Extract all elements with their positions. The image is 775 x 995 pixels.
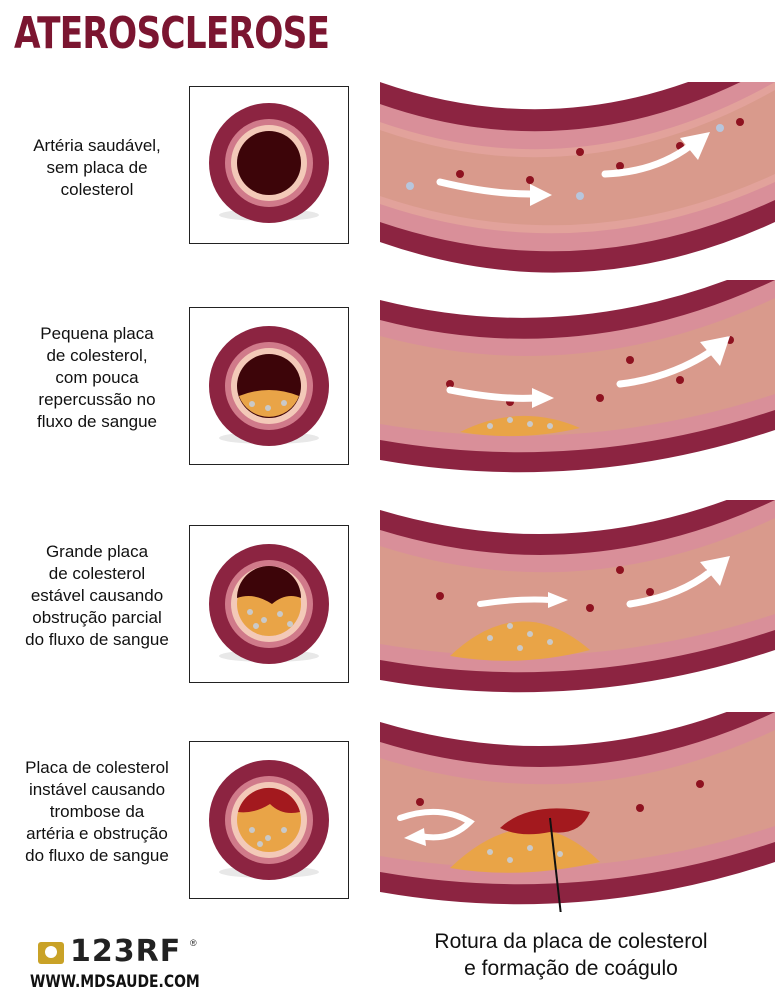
cross-section-small-plaque-illustration xyxy=(190,308,348,464)
stage-2-label: Pequena placa de colesterol, com pouca r… xyxy=(4,323,190,433)
cross-section-large-plaque-illustration xyxy=(190,526,348,682)
logo-brand: 123RF xyxy=(70,934,181,969)
cross-section-unstable-plaque-illustration xyxy=(190,742,348,898)
stage-4-cross-section xyxy=(189,741,349,899)
stage-2-artery-illustration xyxy=(380,280,775,480)
stage-3-cross-section xyxy=(189,525,349,683)
stage-4-artery-illustration xyxy=(380,712,775,912)
website-url: WWW.MDSAUDE.COM xyxy=(30,972,200,992)
stage-1-cross-section xyxy=(189,86,349,244)
stage-2-cross-section xyxy=(189,307,349,465)
registered-mark: ® xyxy=(190,938,197,948)
stage-3-artery-illustration xyxy=(380,500,775,700)
stage-4-label: Placa de colesterol instável causando tr… xyxy=(4,757,190,867)
stage-1-artery-illustration xyxy=(380,82,775,282)
stage-3-label: Grande placa de colesterol estável causa… xyxy=(4,541,190,651)
page-title: ATEROSCLEROSE xyxy=(14,8,329,59)
stage-1-label: Artéria saudável, sem placa de colestero… xyxy=(4,135,190,201)
camera-icon xyxy=(38,942,64,964)
cross-section-healthy-illustration xyxy=(190,87,348,243)
plaque-rupture-callout: Rotura da placa de colesterol e formação… xyxy=(376,928,766,982)
